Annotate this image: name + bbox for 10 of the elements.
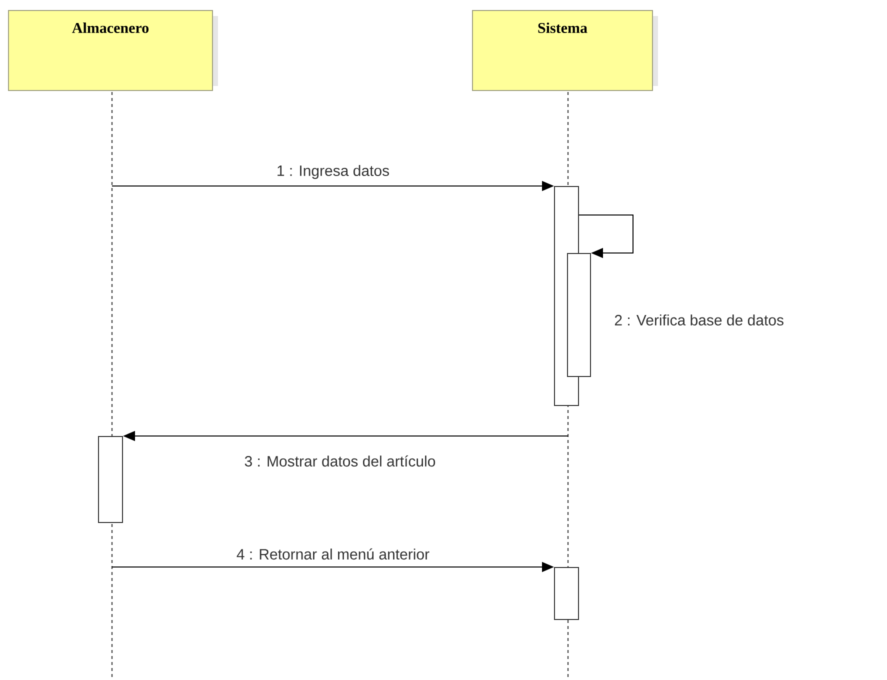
message-label: 4 : Retornar al menú anterior bbox=[235, 547, 431, 561]
actor-box: Sistema bbox=[472, 10, 658, 91]
message-label: 2 : Verifica base de datos bbox=[613, 314, 786, 326]
actor-box: Almacenero bbox=[8, 10, 218, 91]
message-label: 1 : Ingresa datos bbox=[275, 164, 391, 180]
activation-bar bbox=[98, 436, 123, 523]
message-arrow bbox=[578, 214, 634, 258]
activation-bar bbox=[567, 253, 591, 377]
message-label: 3 : Mostrar datos del artículo bbox=[243, 454, 437, 468]
activation-bar bbox=[554, 567, 579, 620]
